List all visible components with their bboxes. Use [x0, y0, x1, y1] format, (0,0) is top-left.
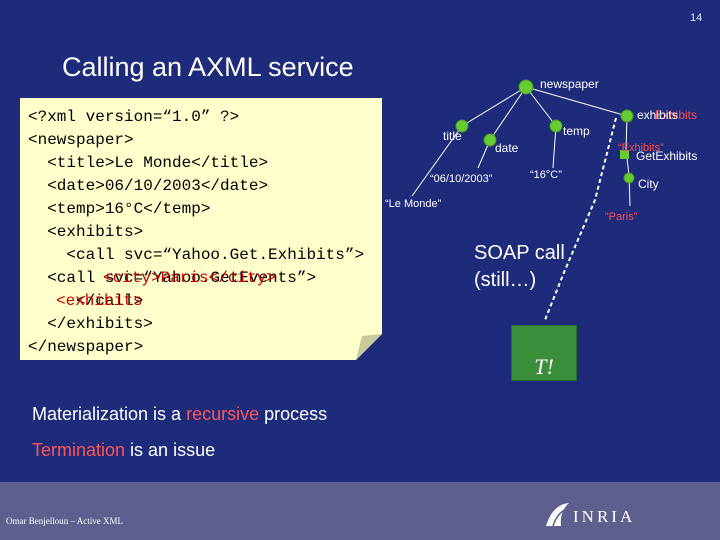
footer-author: Omar Benjelloun – Active XML [6, 516, 123, 526]
node-city [623, 172, 635, 184]
tree-exhibits-label: exhibits [637, 108, 678, 122]
node-title [455, 119, 469, 133]
termination-label: T! [534, 354, 554, 379]
node-newspaper [518, 79, 534, 95]
xml-line-3: <title>Le Monde</title> [28, 154, 269, 172]
xml-line-11: </newspaper> [28, 338, 144, 356]
xml-line-10: </exhibits> [28, 315, 153, 333]
xml-line-4: <date>06/10/2003</date> [28, 177, 269, 195]
tree-city-label: City [638, 177, 659, 191]
xml-exhibits-overlay: <exhibits [56, 292, 143, 310]
note-shape [20, 98, 382, 360]
xml-note: <?xml version=“1.0” ?> <newspaper> <titl… [20, 98, 382, 360]
materialization-pre: Materialization is a [32, 404, 187, 424]
node-date [483, 133, 497, 147]
xml-line-5: <temp>16°C</temp> [28, 200, 211, 218]
materialization-accent: recursive [186, 404, 260, 424]
xml-line-6: <exhibits> [28, 223, 144, 241]
tree-getexhibits-label: GetExhibits [636, 149, 698, 163]
xml-city-overlay: <city>Paris</city> [103, 269, 276, 287]
slide-number: 14 [690, 12, 703, 24]
xml-line-9: </call> [28, 292, 144, 310]
xml-line-8: <call svc=“Yahoo.GetEvents”> [28, 269, 317, 287]
soap-call-label: SOAP call (still…) [474, 240, 565, 294]
tree-title-label: title [443, 129, 462, 143]
literal-paris: “Paris” [605, 211, 638, 223]
tree-exhibits-literal: “Exhibits” [618, 142, 664, 154]
termination-accent: Termination [32, 440, 126, 460]
termination-line: Termination is an issue [32, 440, 215, 461]
literal-date: “06/10/2003” [430, 173, 493, 185]
tree-exhibits-ghost-label: Exhibits [655, 108, 698, 122]
soap-line-1: SOAP call [474, 242, 565, 264]
termination-box: T! [511, 325, 577, 381]
inria-logo-mark: INRIA [546, 503, 635, 527]
termination-post: is an issue [125, 440, 216, 460]
xml-line-7: <call svc=“Yahoo.Get.Exhibits”> [28, 246, 365, 264]
slide-title: Calling an AXML service [62, 52, 354, 82]
tree-temp-label: temp [563, 124, 590, 138]
tree-root-label: newspaper [540, 77, 599, 91]
soap-line-2: (still…) [474, 269, 537, 291]
xml-code: <?xml version=“1.0” ?> <newspaper> <titl… [28, 106, 364, 451]
inria-logo-text: INRIA [573, 507, 635, 526]
node-exhibits [620, 109, 634, 123]
tree-date-label: date [495, 141, 519, 155]
xml-line-2: <newspaper> [28, 131, 134, 149]
materialization-post: process [259, 404, 328, 424]
footer-bar [0, 482, 720, 540]
node-temp [549, 119, 563, 133]
literal-temp: “16°C” [530, 169, 562, 181]
literal-le-monde: “Le Monde” [385, 198, 442, 210]
xml-line-1: <?xml version=“1.0” ?> [28, 108, 240, 126]
inria-logo: INRIA [543, 500, 643, 530]
materialization-line: Materialization is a recursive process [32, 404, 327, 425]
node-getexhibits [620, 150, 629, 159]
